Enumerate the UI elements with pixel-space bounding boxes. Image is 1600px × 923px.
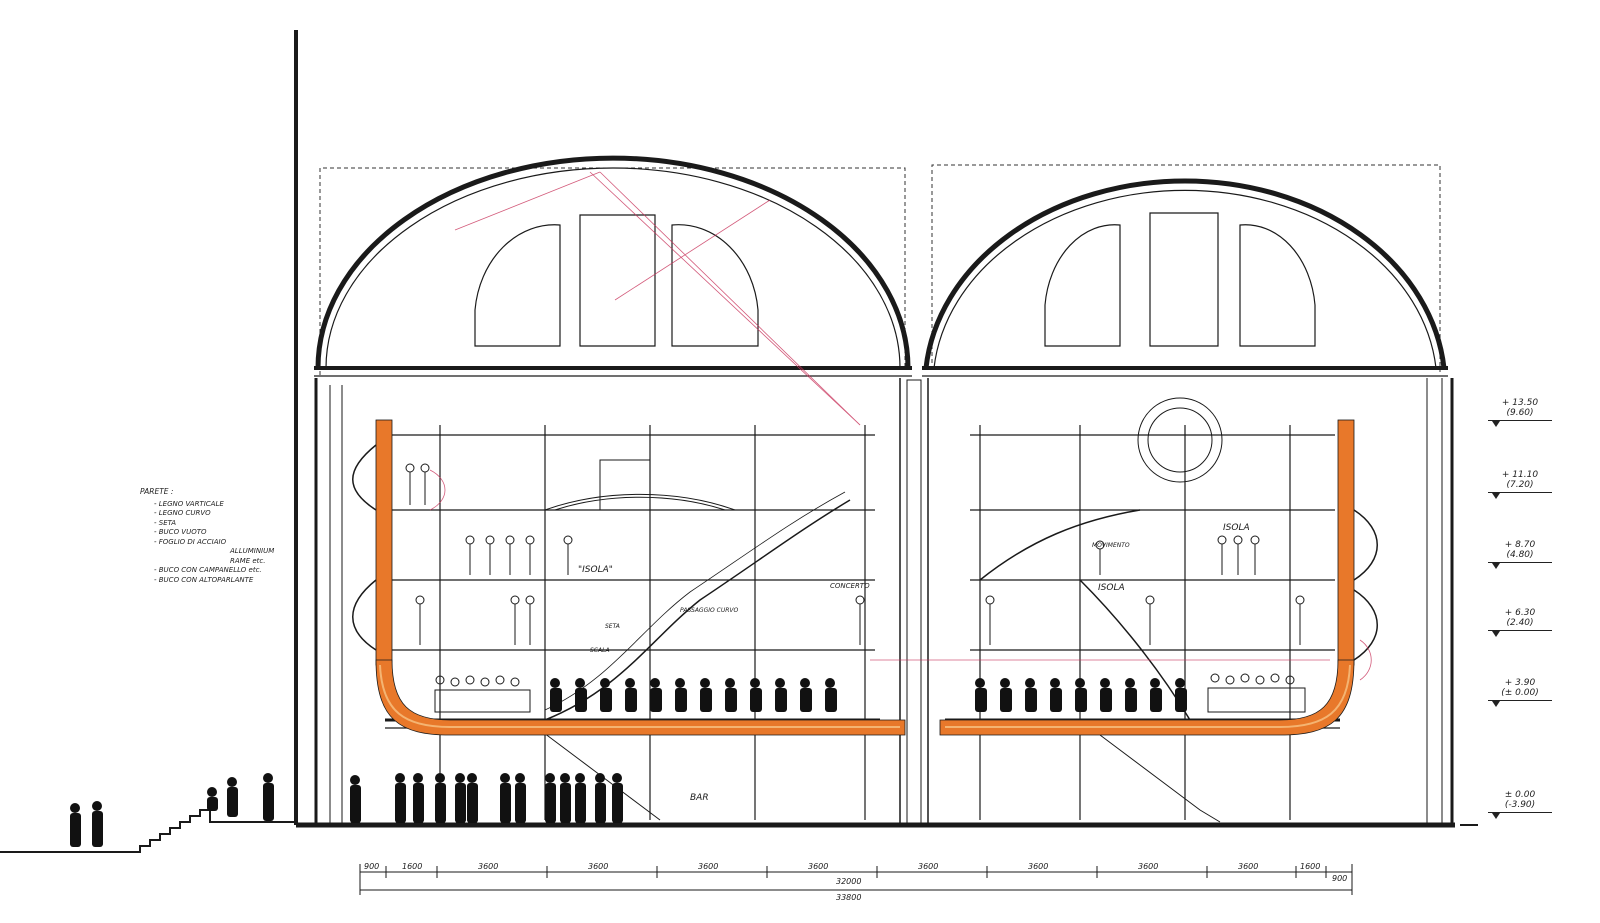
level-sub: (9.60) (1506, 408, 1534, 418)
dim-seg-2: 3600 (478, 862, 498, 871)
level-main: + 6.30 (1504, 608, 1536, 618)
level-marker: + 3.90 (± 0.00) (1485, 678, 1555, 707)
roof-outline (319, 164, 1441, 375)
legend-item: RAME etc. (230, 556, 266, 565)
level-main: + 11.10 (1501, 470, 1539, 480)
level-line (1488, 420, 1552, 427)
level-main: + 13.50 (1501, 398, 1539, 408)
dim-seg-9: 3600 (1238, 862, 1258, 871)
legend-item: - FOGLIO DI ACCIAIO (154, 537, 227, 546)
legend-item: - BUCO VUOTO (154, 528, 207, 536)
vault-left (314, 155, 912, 377)
level-triangle-icon (1492, 813, 1500, 819)
level-triangle-icon (1492, 563, 1500, 569)
level-line (1488, 700, 1552, 707)
scaffold-right (945, 397, 1340, 823)
wood-wall-left (352, 419, 906, 736)
dim-outer-total: 33800 (836, 893, 861, 902)
level-marker: + 11.10 (7.20) (1485, 470, 1555, 499)
dim-seg-8: 3600 (1138, 862, 1158, 871)
exterior-stair (0, 809, 296, 853)
level-main: + 3.90 (1504, 678, 1536, 688)
audience-left (550, 678, 837, 712)
level-sub: (± 0.00) (1501, 688, 1539, 698)
dimension-labels: 900 1600 3600 3600 3600 3600 3600 3600 3… (364, 862, 1347, 902)
legend-item: - BUCO CON ALTOPARLANTE (154, 575, 254, 584)
level-main: ± 0.00 (1504, 790, 1536, 800)
dim-seg-6: 3600 (918, 862, 938, 871)
level-sub: (4.80) (1506, 550, 1534, 560)
platform-figures (405, 463, 1305, 645)
legend-item: - LEGNO CURVO (154, 509, 211, 517)
level-triangle-icon (1492, 493, 1500, 499)
label-passaggio: PASSAGGIO CURVO (680, 607, 738, 614)
sight-lines (429, 171, 1372, 681)
level-triangle-icon (1492, 701, 1500, 707)
wall-material-legend: PARETE : - LEGNO VARTICALE - LEGNO CURVO… (140, 487, 290, 585)
legend-item: - SETA (154, 518, 177, 527)
level-marker: ± 0.00 (-3.90) (1485, 790, 1555, 819)
legend-title: PARETE : (140, 487, 174, 496)
label-movimento: MOVIMENTO (1092, 542, 1130, 549)
label-seta: SETA (605, 623, 620, 630)
level-marker: + 13.50 (9.60) (1485, 398, 1555, 427)
wood-wall-right (939, 419, 1378, 736)
dim-seg-11: 900 (1332, 874, 1347, 883)
level-line (1488, 492, 1552, 499)
ground-crowd (70, 773, 623, 847)
dim-seg-3: 3600 (588, 862, 608, 871)
label-scala: SCALA (590, 647, 610, 654)
legend-item: - BUCO CON CAMPANELLO etc. (154, 566, 262, 574)
label-isola-3: ISOLA (1098, 583, 1125, 593)
level-marker: + 8.70 (4.80) (1485, 540, 1555, 569)
dim-inner-total: 32000 (836, 877, 861, 886)
dim-seg-10: 1600 (1300, 862, 1320, 871)
legend-item: - LEGNO VARTICALE (154, 499, 224, 508)
level-triangle-icon (1492, 421, 1500, 427)
dim-seg-1: 1600 (402, 862, 422, 871)
scaffold-left (385, 425, 880, 821)
level-sub: (7.20) (1506, 480, 1534, 490)
label-isola-2: ISOLA (1223, 523, 1250, 533)
level-sub: (2.40) (1506, 618, 1534, 628)
orchestra (434, 673, 1306, 713)
label-bar: BAR (690, 793, 709, 803)
audience-right (975, 678, 1187, 712)
level-line (1488, 630, 1552, 637)
level-line (1488, 812, 1552, 819)
label-isola-1: "ISOLA" (578, 565, 613, 575)
interior-walls (314, 378, 1454, 826)
dim-seg-4: 3600 (698, 862, 718, 871)
legend-item: ALLUMINIUM (230, 547, 275, 555)
level-main: + 8.70 (1504, 540, 1536, 550)
vault-right (922, 178, 1448, 377)
dim-seg-0: 900 (364, 862, 379, 871)
dim-seg-5: 3600 (808, 862, 828, 871)
level-line (1488, 562, 1552, 569)
level-triangle-icon (1492, 631, 1500, 637)
dim-seg-7: 3600 (1028, 862, 1048, 871)
dimension-lines (359, 864, 1353, 895)
label-concerto: CONCERTO (830, 582, 870, 590)
level-marker: + 6.30 (2.40) (1485, 608, 1555, 637)
level-sub: (-3.90) (1504, 800, 1536, 810)
